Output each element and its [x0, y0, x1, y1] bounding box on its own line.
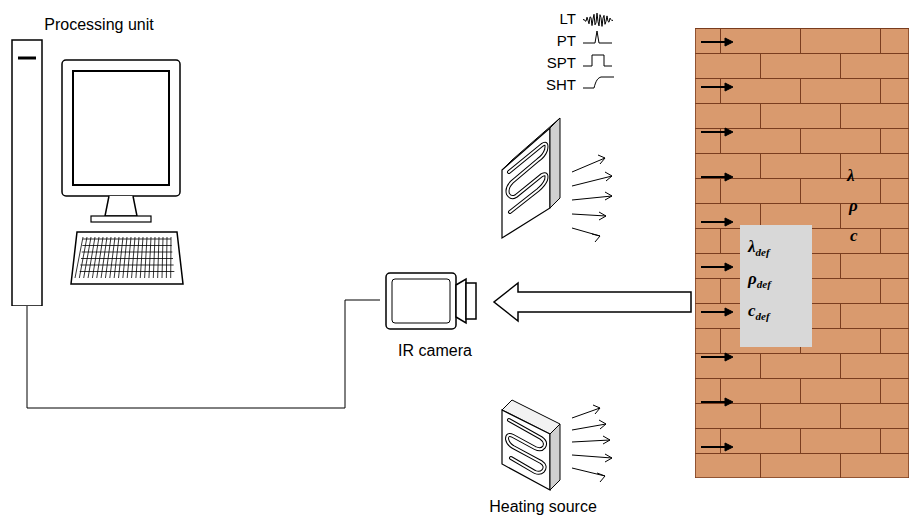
- signal-name: PT: [557, 32, 576, 49]
- waveform-symbols: [583, 13, 614, 88]
- signal-name: SPT: [547, 54, 576, 71]
- property-symbol: ρdef: [748, 269, 771, 290]
- camera-node: IR camera: [380, 265, 490, 360]
- heater-icon: [455, 394, 625, 494]
- property-symbol: cdef: [748, 301, 770, 322]
- signal-name: LT: [560, 10, 576, 27]
- computer-icon: [5, 6, 187, 306]
- cable-line: [27, 300, 380, 408]
- node-label: IR camera: [380, 342, 490, 360]
- computer-node: Processing unit: [5, 6, 193, 306]
- heat-flow-arrows: [701, 38, 733, 451]
- signal-name: SHT: [546, 76, 576, 93]
- hollow-arrow: [494, 283, 691, 321]
- property-symbol: λ: [847, 166, 855, 186]
- property-symbol: λdef: [748, 237, 770, 258]
- wall-node: λdef ρdef cdef λρc: [695, 28, 909, 478]
- property-symbol: ρ: [849, 196, 858, 216]
- node-label: Heating source: [455, 498, 631, 516]
- camera-icon: [380, 265, 484, 335]
- heat-rays: [572, 405, 612, 482]
- heater-icon: [502, 118, 560, 238]
- keyboard-keys: [75, 237, 174, 278]
- heater-node: Heating source: [455, 394, 631, 516]
- node-label: Processing unit: [5, 16, 193, 34]
- heat-rays: [572, 155, 612, 242]
- defect-region: λdef ρdef cdef: [740, 225, 812, 347]
- property-symbol: c: [850, 226, 858, 246]
